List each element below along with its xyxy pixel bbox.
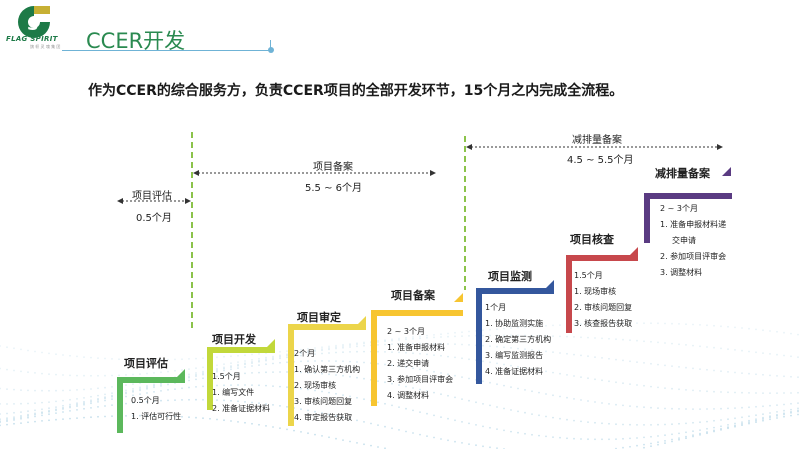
phase-2-name: 项目备案 [313, 162, 353, 173]
stage-2-bar-vertical [207, 347, 213, 410]
page-title: CCER开发 [86, 29, 186, 53]
stage-4-bar-vertical [371, 310, 377, 406]
stage-2-corner [267, 339, 275, 347]
stage-7-bar-horizontal [644, 193, 732, 199]
stage-2-title: 项目开发 [212, 333, 256, 346]
phase-3-duration: 4.5 ~ 5.5个月 [567, 155, 634, 166]
stage-1-bar-horizontal [117, 377, 185, 383]
stage-3-title: 项目审定 [297, 311, 341, 324]
stage-4-bar-horizontal [371, 310, 463, 316]
stage-5-title: 项目监测 [488, 270, 532, 283]
staircase [117, 167, 732, 433]
stage-5-corner [546, 280, 554, 288]
stage-5-bar-vertical [476, 288, 482, 384]
stage-1-corner [177, 369, 185, 377]
company-logo-icon: S [18, 6, 50, 38]
stage-4-title: 项目备案 [391, 289, 435, 302]
logo-subtext: 旗 帜 灵 魂 集 团 [30, 44, 61, 49]
header-rule-dot [268, 47, 274, 53]
header-rule-tick [270, 40, 271, 50]
phase-1-name: 项目评估 [132, 191, 172, 202]
stage-7-bar-vertical [644, 193, 650, 243]
header-rule [62, 50, 270, 51]
stage-6-title: 项目核查 [570, 233, 614, 246]
stage-6-bar-vertical [566, 255, 572, 333]
phase-1-duration: 0.5个月 [136, 213, 172, 224]
stage-4-corner [454, 293, 463, 302]
stage-6-bar-horizontal [566, 255, 638, 261]
page-subtitle: 作为CCER的综合服务方，负责CCER项目的全部开发环节，15个月之内完成全流程… [88, 83, 624, 99]
stage-5-bar-horizontal [476, 288, 554, 294]
phase-3-name: 减排量备案 [572, 135, 622, 146]
stage-3-bar-horizontal [288, 324, 366, 330]
stage-1-bar-vertical [117, 377, 123, 433]
svg-text:S: S [27, 15, 39, 34]
phase-2-duration: 5.5 ~ 6个月 [305, 183, 363, 194]
stage-7-title: 减排量备案 [655, 167, 710, 180]
stage-2-bar-horizontal [207, 347, 275, 353]
background-wave-pattern [0, 322, 799, 449]
logo-wordmark: FLAG SPIRIT [6, 35, 58, 43]
stage-1-title: 项目评估 [124, 357, 168, 370]
stage-7-corner [722, 167, 731, 176]
stage-3-bar-vertical [288, 324, 294, 426]
stage-3-corner [358, 316, 366, 324]
stage-6-corner [630, 247, 638, 255]
